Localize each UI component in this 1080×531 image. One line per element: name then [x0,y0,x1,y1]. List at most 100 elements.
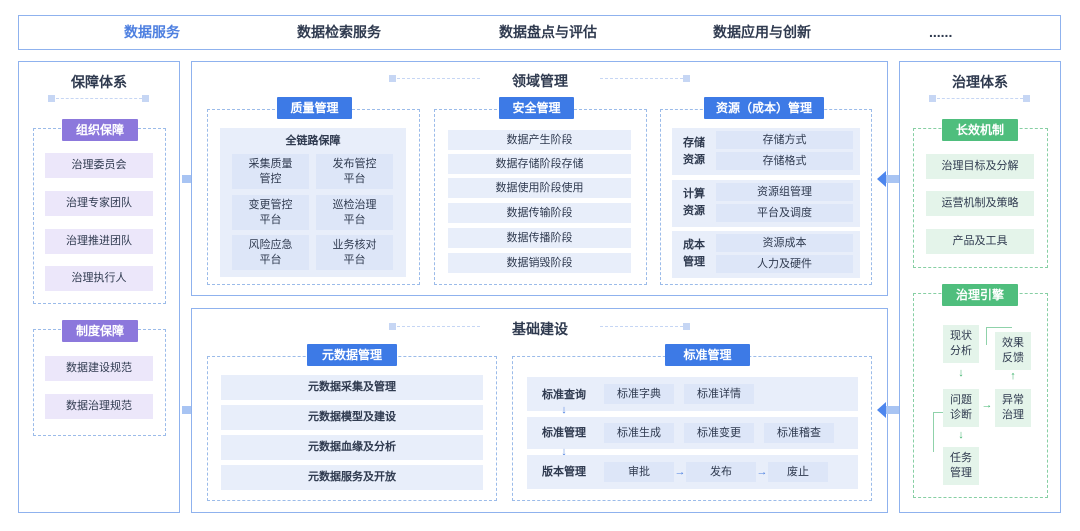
resource-group-label: 成本 管理 [683,239,705,268]
connector-stem [182,406,191,414]
tab-data-inventory-evaluation[interactable]: 数据盘点与评估 [499,24,597,40]
list-item: 治理执行人 [45,266,153,291]
list-item: 平台及调度 [716,204,853,222]
title-dot [48,95,55,102]
standard-management-badge: 标准管理 [665,344,750,366]
security-management-badge: 安全管理 [499,97,574,119]
list-item: 治理专家团队 [45,191,153,216]
title-dashed-line [600,78,683,79]
list-item: 运营机制及策略 [926,191,1034,216]
connector-stem [182,175,191,183]
top-nav-bar: 数据服务 数据检索服务 数据盘点与评估 数据应用与创新 ...... [18,15,1061,50]
system-guarantee-box [33,329,166,436]
tab-data-search-service[interactable]: 数据检索服务 [297,24,381,40]
arrow-down-icon: ↓ [561,446,567,458]
governance-system-title: 治理体系 [952,74,1008,90]
quality-management-badge: 质量管理 [277,97,352,119]
list-item: 元数据采集及管理 [221,375,483,400]
arrow-left-icon [877,171,886,187]
arrow-left-icon [877,402,886,418]
standard-row-label: 标准查询 [542,389,586,401]
list-item: 存储方式 [716,131,853,149]
arrow-down-icon: ↓ [561,404,567,416]
list-item: 资源组管理 [716,183,853,201]
arrow-down-icon: ↓ [958,367,964,379]
list-item: 元数据服务及开放 [221,465,483,490]
quality-cell: 采集质量 管控 [232,154,309,189]
quality-cell: 风险应急 平台 [232,235,309,270]
arrow-up-icon: ↑ [1010,370,1016,382]
tab-data-application-innovation[interactable]: 数据应用与创新 [713,24,811,40]
list-item: 标准详情 [684,384,754,404]
list-item: 人力及硬件 [716,255,853,273]
list-item: 数据传输阶段 [448,203,631,223]
list-item: 治理目标及分解 [926,154,1034,179]
title-dot [142,95,149,102]
title-dot [683,75,690,82]
standard-row-label: 标准管理 [542,427,586,439]
engine-node-abnormal-governance: 异常 治理 [995,389,1031,427]
list-item: 数据存储阶段存储 [448,154,631,174]
list-item: 废止 [768,462,828,482]
title-dashed-line [397,78,480,79]
list-item: 治理推进团队 [45,229,153,254]
title-dashed-line [397,326,480,327]
engine-connector-line [933,412,943,413]
domain-management-title: 领域管理 [512,73,568,89]
arrow-right-icon: → [674,466,686,478]
list-item: 标准生成 [604,423,674,443]
list-item: 产品及工具 [926,229,1034,254]
list-item: 数据传播阶段 [448,228,631,248]
arrow-right-icon: → [756,466,768,478]
title-dot [389,75,396,82]
engine-connector-line [986,327,1012,328]
list-item: 数据使用阶段使用 [448,178,631,198]
engine-node-effect-feedback: 效果 反馈 [995,332,1031,370]
list-item: 数据销毁阶段 [448,253,631,273]
guarantee-system-title: 保障体系 [71,74,127,90]
list-item: 数据建设规范 [45,356,153,381]
title-dashed-line [56,98,142,99]
title-dot [389,323,396,330]
title-dashed-line [600,326,683,327]
quality-cell: 变更管控 平台 [232,195,309,230]
list-item: 标准字典 [604,384,674,404]
list-item: 标准变更 [684,423,754,443]
engine-connector-line [933,412,934,452]
list-item: 审批 [604,462,674,482]
system-guarantee-badge: 制度保障 [62,320,138,342]
quality-head-label: 全链路保障 [285,135,341,147]
quality-cell: 业务核对 平台 [316,235,393,270]
list-item: 资源成本 [716,234,853,252]
title-dashed-line [937,98,1023,99]
org-guarantee-badge: 组织保障 [62,119,138,141]
title-dot [683,323,690,330]
list-item: 存储格式 [716,152,853,170]
resource-group-label: 存储 资源 [683,137,705,166]
list-item: 治理委员会 [45,153,153,178]
arrow-right-icon: → [981,399,993,411]
metadata-management-badge: 元数据管理 [307,344,397,366]
engine-node-status-analysis: 现状 分析 [943,325,979,363]
resource-group-label: 计算 资源 [683,188,705,217]
tab-data-service[interactable]: 数据服务 [124,24,180,40]
quality-cell: 巡检治理 平台 [316,195,393,230]
infrastructure-title: 基础建设 [512,321,568,337]
connector-stem [886,175,899,183]
long-term-mechanism-badge: 长效机制 [942,119,1018,141]
quality-cell: 发布管控 平台 [316,154,393,189]
list-item: 数据产生阶段 [448,130,631,150]
engine-node-task-management: 任务 管理 [943,447,979,485]
title-dot [929,95,936,102]
list-item: 发布 [686,462,756,482]
list-item: 元数据血缘及分析 [221,435,483,460]
title-dot [1023,95,1030,102]
list-item: 数据治理规范 [45,394,153,419]
engine-connector-line [986,327,987,345]
tab-more[interactable]: ...... [929,24,953,40]
governance-engine-badge: 治理引擎 [942,284,1018,306]
arrow-down-icon: ↓ [958,429,964,441]
list-item: 元数据模型及建设 [221,405,483,430]
engine-node-problem-diagnosis: 问题 诊断 [943,389,979,427]
connector-stem [886,406,899,414]
